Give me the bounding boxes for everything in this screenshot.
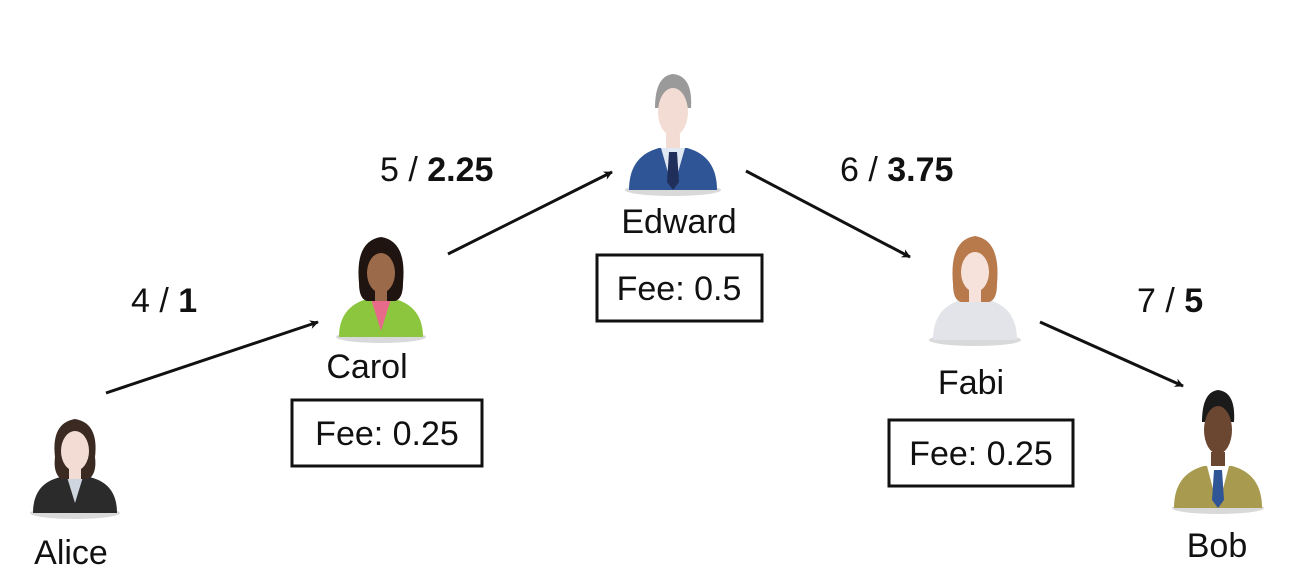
person-name: Bob [1187,527,1248,565]
edge-label-fabi-bob: 7 / 5 [1137,282,1203,320]
edge-amount: 5 [380,151,399,189]
edge-separator: / [859,151,887,189]
person-carol: Carol Fee: 0.25 [290,237,484,468]
edge-value: 1 [178,282,197,320]
edge-label-carol-edward: 5 / 2.25 [380,151,493,189]
person-name: Edward [621,203,736,241]
edge-value: 3.75 [887,151,953,189]
edge-label-edward-fabi: 6 / 3.75 [840,151,953,189]
fee-box [595,253,764,323]
person-alice: Alice [30,419,120,572]
edge-value: 5 [1184,282,1203,320]
fee-text: Fee: 0.25 [315,415,459,453]
person-name: Fabi [938,364,1004,402]
woman-business-avatar-icon [30,419,120,519]
person-fabi: Fabi Fee: 0.25 [887,236,1075,488]
edge-amount: 6 [840,151,859,189]
arrow-edward-to-fabi [745,169,911,259]
edge-value: 2.25 [427,151,493,189]
edge-label-alice-carol: 4 / 1 [131,282,197,320]
edge-separator: / [150,282,178,320]
edge-separator: / [1156,282,1184,320]
person-bob: Bob [1172,390,1264,565]
man-business-avatar-icon [625,74,721,196]
woman-avatar-icon [929,236,1021,346]
person-name: Carol [326,348,407,386]
fee-text: Fee: 0.25 [909,435,1053,473]
person-name: Alice [34,534,108,572]
edge-amount: 4 [131,282,150,320]
arrow-fabi-to-bob [1039,320,1184,388]
arrow-alice-to-carol [105,320,319,395]
edge-amount: 7 [1137,282,1156,320]
man-business-avatar-icon [1172,390,1264,514]
fee-text: Fee: 0.5 [617,270,742,308]
fee-box [887,418,1075,488]
person-edward: Edward Fee: 0.5 [595,74,764,323]
woman-business-avatar-icon [336,237,426,343]
fee-box [290,398,484,468]
arrow-carol-to-edward [447,170,613,256]
edge-separator: / [399,151,427,189]
